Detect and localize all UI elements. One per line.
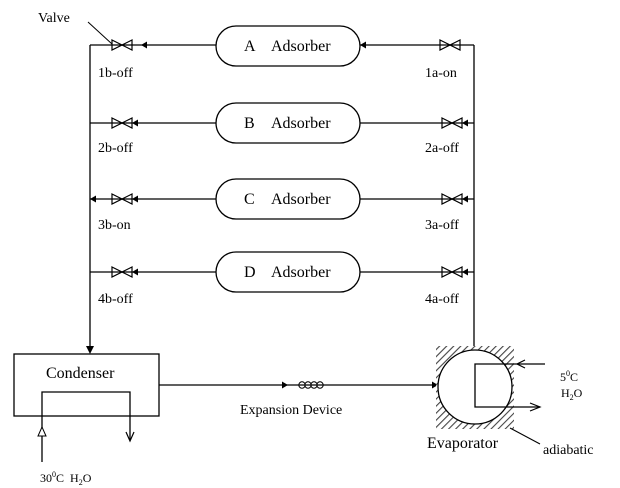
- adsorber-a-id: A: [244, 38, 256, 55]
- evap-water-in-arrow: [515, 359, 526, 369]
- water-in-arrow: [37, 425, 47, 437]
- evap-water-out-arrow: [529, 402, 542, 412]
- valve-1b-label: 1b-off: [98, 66, 133, 81]
- flow-arrow: [132, 195, 138, 203]
- flow-arrow: [132, 268, 138, 276]
- expansion-coil-icon: [298, 381, 324, 389]
- evaporator-label: Evaporator: [427, 435, 499, 452]
- evaporator-water-tube: [474, 363, 545, 408]
- condenser-box: [13, 353, 160, 417]
- valve-4a-label: 4a-off: [425, 292, 459, 307]
- adiabatic-label: adiabatic: [543, 443, 594, 458]
- water-out-arrow: [125, 431, 135, 443]
- adsorber-b-id: B: [244, 115, 255, 132]
- adsorber-d-vessel: [215, 251, 361, 293]
- flow-arrow: [282, 381, 288, 389]
- valve-2a-label: 2a-off: [425, 141, 459, 156]
- valve-callout-leader: [87, 21, 113, 45]
- adsorber-b-name: Adsorber: [271, 115, 331, 132]
- valve-2b-label: 2b-off: [98, 141, 133, 156]
- flow-arrow: [462, 268, 468, 276]
- valve-3b-label: 3b-on: [98, 218, 131, 233]
- flow-arrow: [360, 41, 366, 49]
- adsorber-d-id: D: [244, 264, 256, 281]
- adsorber-row-b: B Adsorber 2b-off 2a-off: [90, 102, 474, 156]
- flow-arrow: [90, 195, 96, 203]
- adsorber-row-c: C Adsorber 3b-on 3a-off: [90, 178, 474, 233]
- adiabatic-leader: [509, 427, 541, 445]
- expansion-device-label: Expansion Device: [240, 403, 342, 418]
- valve-4b-label: 4b-off: [98, 292, 133, 307]
- adsorber-d-name: Adsorber: [271, 264, 331, 281]
- adsorber-a-name: Adsorber: [271, 38, 331, 55]
- flow-arrow: [462, 195, 468, 203]
- adsorber-a-vessel: [215, 25, 361, 67]
- flow-arrow: [141, 41, 147, 49]
- valve-icon: [111, 39, 133, 51]
- flow-arrow: [132, 119, 138, 127]
- valve-3a-label: 3a-off: [425, 218, 459, 233]
- manifold-to-condenser-arrow: [86, 346, 94, 354]
- condenser-label: Condenser: [46, 365, 115, 382]
- adsorber-c-vessel: [215, 178, 361, 220]
- evaporator-water-label: H2O: [561, 386, 583, 402]
- flow-arrow: [432, 381, 438, 389]
- adsorber-c-id: C: [244, 191, 255, 208]
- adsorber-c-name: Adsorber: [271, 191, 331, 208]
- valve-icon: [439, 39, 461, 51]
- evaporator-water-temp-label: 50C: [560, 369, 578, 384]
- adsorber-row-a: A Adsorber 1b-off 1a-on: [90, 25, 474, 81]
- flow-arrow: [462, 119, 468, 127]
- adsorber-b-vessel: [215, 102, 361, 144]
- adsorber-row-d: D Adsorber 4b-off 4a-off: [90, 251, 474, 307]
- valve-1a-label: 1a-on: [425, 66, 457, 81]
- valve-callout-label: Valve: [38, 11, 70, 26]
